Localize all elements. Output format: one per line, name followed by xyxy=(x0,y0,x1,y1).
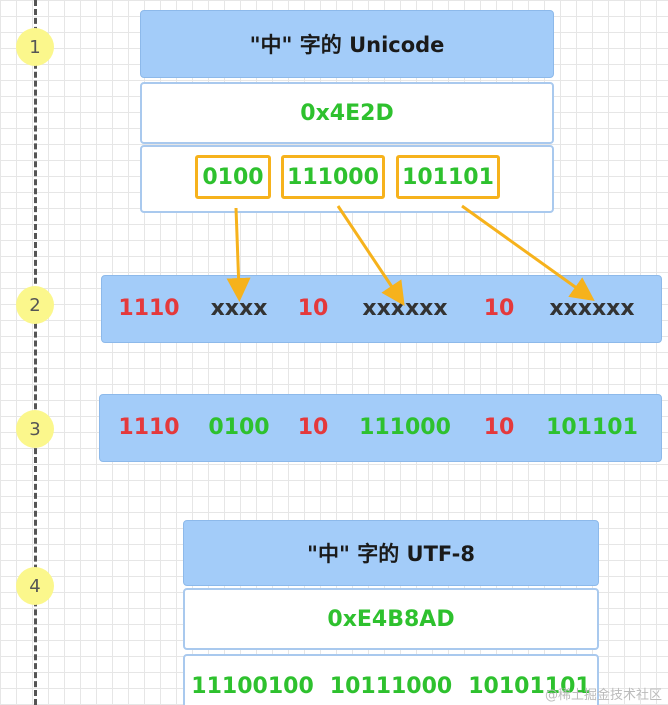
filled-token: 10 xyxy=(297,415,329,440)
unicode-segment-1: 0100 xyxy=(195,155,271,199)
unicode-hex: 0x4E2D xyxy=(140,82,554,144)
utf8-byte-2: 10111000 xyxy=(329,674,453,699)
template-token: xxxxxx xyxy=(362,296,448,321)
unicode-segment-2: 111000 xyxy=(281,155,385,199)
step-marker-4: 4 xyxy=(16,567,54,605)
filled-token: 10 xyxy=(483,415,515,440)
step-marker-2: 2 xyxy=(16,286,54,324)
template-token: 10 xyxy=(483,296,515,321)
timeline-dashed-line xyxy=(34,0,37,705)
filled-token: 1110 xyxy=(118,415,180,440)
utf8-binary-panel: 11100100 10111000 10101101 xyxy=(183,654,599,705)
step-marker-3: 3 xyxy=(16,410,54,448)
unicode-segment-3: 101101 xyxy=(396,155,500,199)
filled-token: 101101 xyxy=(546,415,638,440)
template-token: 1110 xyxy=(118,296,180,321)
step-marker-1: 1 xyxy=(16,28,54,66)
unicode-title: "中" 字的 Unicode xyxy=(140,10,554,78)
utf8-filled-row xyxy=(99,394,662,462)
utf8-byte-1: 11100100 xyxy=(191,674,314,699)
utf8-title: "中" 字的 UTF-8 xyxy=(183,520,599,586)
filled-token: 111000 xyxy=(359,415,451,440)
watermark: @稀土掘金技术社区 xyxy=(544,688,662,703)
arrow-segment-1 xyxy=(226,207,251,302)
utf8-hex: 0xE4B8AD xyxy=(183,588,599,650)
template-token: 10 xyxy=(297,296,329,321)
filled-token: 0100 xyxy=(208,415,270,440)
arrow-segment-3 xyxy=(461,204,595,301)
arrow-segment-2 xyxy=(336,205,405,306)
utf8-byte-3: 10101101 xyxy=(468,674,591,699)
